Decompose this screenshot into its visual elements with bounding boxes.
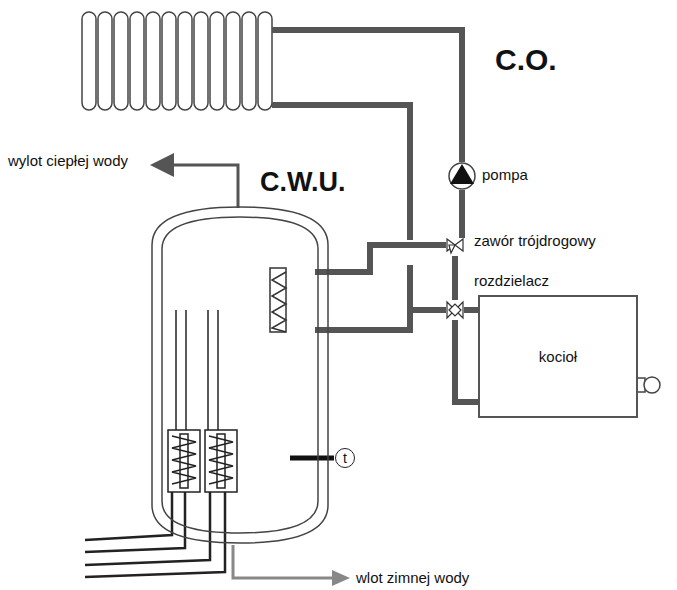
thermometer-dial: t — [335, 448, 355, 468]
distributor-label: rozdzielacz — [474, 272, 549, 290]
radiator — [82, 12, 272, 110]
system-title: C.O. — [495, 42, 557, 78]
pump-symbol — [449, 163, 475, 189]
tank-heading: C.W.U. — [260, 167, 346, 198]
cold-water-pipe — [233, 545, 345, 578]
three-way-valve — [447, 239, 463, 253]
thermometer-letter: t — [343, 451, 347, 465]
inlet-label: wlot zimnej wody — [356, 569, 469, 587]
coil — [270, 268, 286, 332]
hot-water-pipe — [162, 165, 238, 208]
boiler-label: kocioł — [539, 348, 577, 365]
cold-arrow — [332, 570, 350, 586]
distributor-symbol — [447, 302, 463, 318]
valve-label: zawór trójdrogowy — [474, 232, 596, 250]
outlet-label: wylot ciepłej wody — [8, 152, 128, 170]
burner — [637, 377, 660, 393]
tank-outline — [150, 205, 330, 545]
hot-water-tank: C.W.U.t — [150, 205, 330, 545]
pump-label: pompa — [482, 166, 528, 184]
boiler-box: kocioł — [478, 295, 638, 418]
electric-heaters — [85, 310, 237, 577]
